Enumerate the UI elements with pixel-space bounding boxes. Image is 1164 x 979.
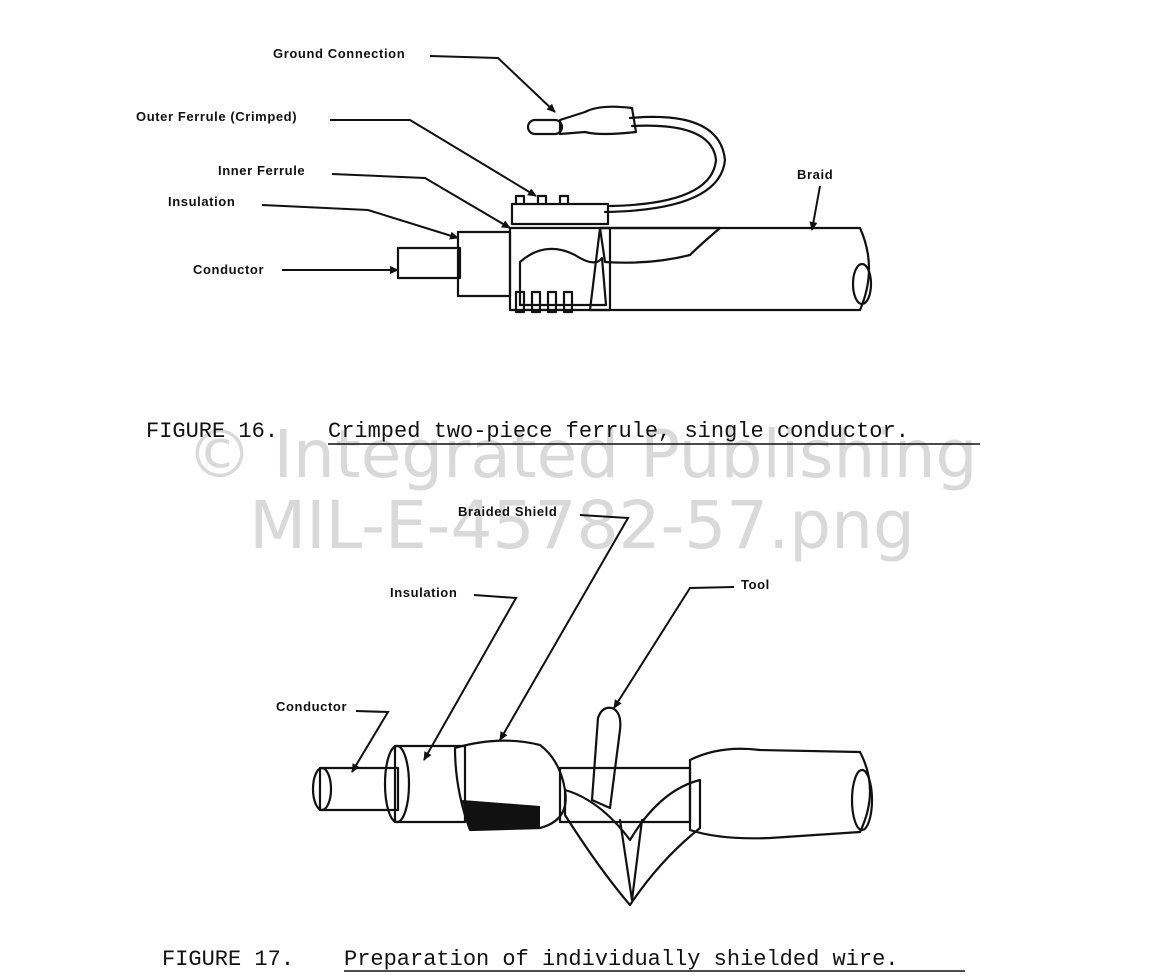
leader-braided-shield — [499, 514, 630, 741]
watermark-line-1: © Integrated Publishing — [187, 416, 978, 493]
figure-17-labels: Braided Shield Insulation Tool Conductor — [276, 504, 770, 773]
tool-tip — [618, 818, 644, 902]
braid-left-shadow — [462, 800, 540, 830]
label-conductor: Conductor — [193, 262, 264, 277]
ferrule-cutaway — [518, 247, 608, 307]
leader-conductor-17 — [351, 710, 390, 773]
watermark-line-2: MIL-E-45782-57.png — [249, 487, 915, 564]
leader-braid — [809, 185, 821, 231]
conductor-strands — [318, 766, 400, 812]
ground-lug — [558, 105, 638, 136]
label-outer-ferrule: Outer Ferrule (Crimped) — [136, 109, 297, 124]
figure-17-caption: FIGURE 17. Preparation of individually s… — [162, 947, 965, 972]
braid-right — [688, 747, 872, 840]
insulation-segment — [456, 230, 512, 298]
braid-body — [588, 226, 871, 312]
caption-17-title: Preparation of individually shielded wir… — [344, 947, 899, 972]
label-tool: Tool — [741, 577, 770, 592]
label-insulation: Insulation — [168, 194, 235, 209]
insulation-cylinder — [393, 744, 467, 824]
label-braid: Braid — [797, 167, 833, 182]
braid-left — [453, 739, 567, 832]
label-ground-connection: Ground Connection — [273, 46, 405, 61]
leader-ground-connection — [429, 55, 556, 113]
leader-insulation — [261, 204, 459, 240]
insulation-face — [383, 744, 411, 824]
label-inner-ferrule: Inner Ferrule — [218, 163, 305, 178]
figure-16-labels: Ground Connection Outer Ferrule (Crimped… — [136, 46, 833, 277]
label-conductor-17: Conductor — [276, 699, 347, 714]
cable-end-right — [850, 768, 874, 832]
figure-17-drawing — [311, 706, 874, 907]
ground-lead — [603, 115, 727, 214]
ferrule-teeth — [514, 290, 574, 314]
ground-lead-inner — [608, 124, 718, 208]
ground-lug-tongue — [526, 118, 564, 136]
leader-inner-ferrule — [331, 173, 511, 229]
caption-17-number: FIGURE 17. — [162, 947, 294, 972]
conductor-end — [311, 766, 333, 812]
braid-loop — [563, 778, 702, 907]
leader-insulation-17 — [423, 594, 518, 761]
leader-outer-ferrule — [330, 119, 537, 197]
label-insulation-17: Insulation — [390, 585, 457, 600]
label-braided-shield: Braided Shield — [458, 504, 557, 519]
braid-folded — [598, 226, 722, 264]
outer-ferrule — [510, 202, 610, 226]
exposed-insulation — [558, 766, 692, 824]
watermark: © Integrated Publishing MIL-E-45782-57.p… — [187, 416, 978, 564]
conductor-segment — [396, 246, 462, 280]
figure-16-caption: FIGURE 16. Crimped two-piece ferrule, si… — [146, 419, 980, 445]
figure-16-drawing — [396, 105, 873, 314]
leader-tool — [613, 586, 735, 709]
caption-16-title: Crimped two-piece ferrule, single conduc… — [328, 419, 909, 444]
tool-shaft — [590, 706, 622, 810]
cable-end — [851, 262, 873, 306]
outer-ferrule-crimps — [514, 194, 570, 206]
caption-16-number: FIGURE 16. — [146, 419, 278, 444]
